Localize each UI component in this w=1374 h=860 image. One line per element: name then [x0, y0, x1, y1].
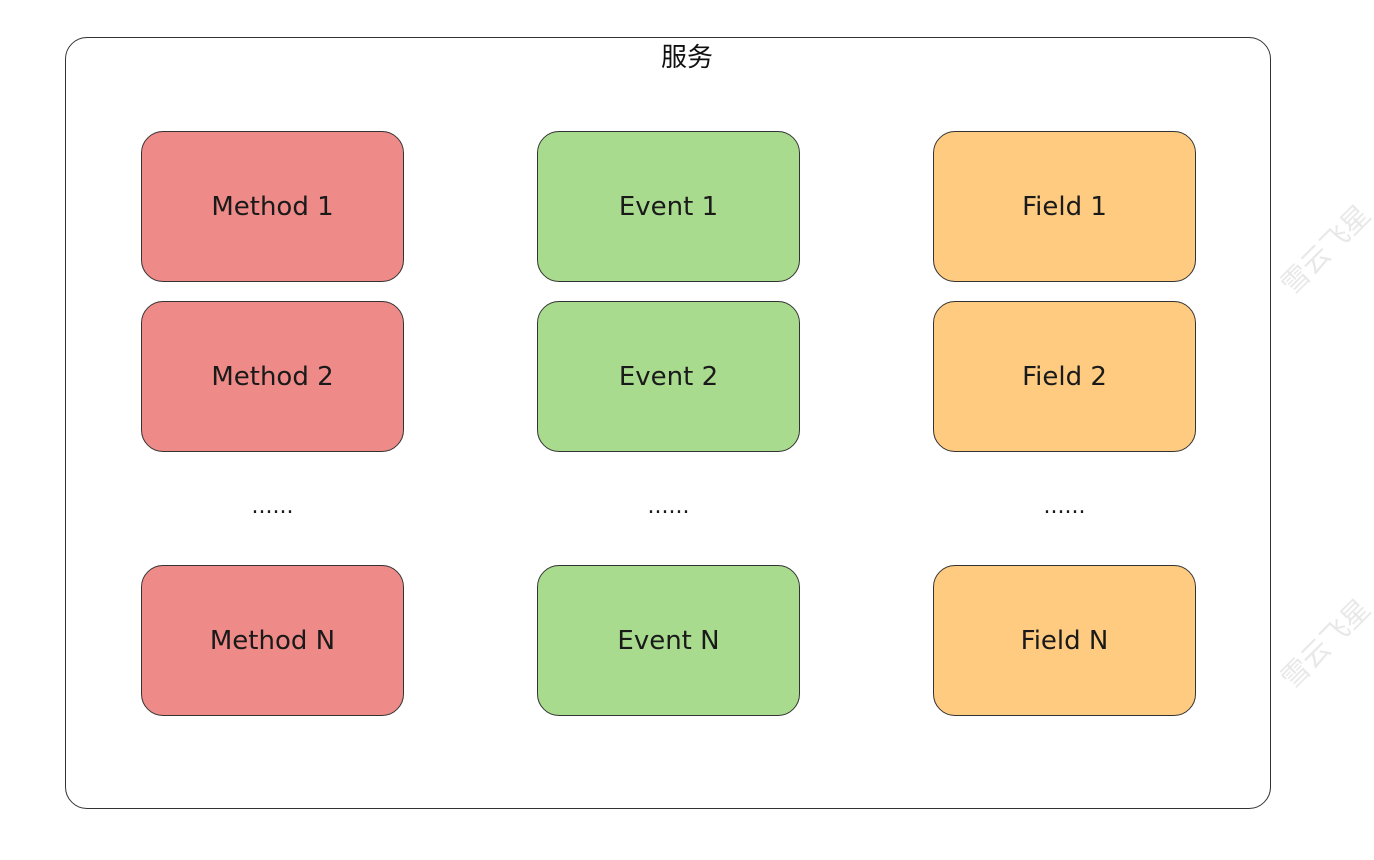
method-1-box: Method 1: [141, 131, 404, 282]
method-2-box: Method 2: [141, 301, 404, 452]
watermark-text: 雪云飞星: [1274, 592, 1374, 695]
service-container: [65, 37, 1271, 809]
field-1-box: Field 1: [933, 131, 1196, 282]
event-1-box: Event 1: [537, 131, 800, 282]
event-2-box: Event 2: [537, 301, 800, 452]
event-ellipsis: ......: [647, 494, 690, 519]
method-n-box: Method N: [141, 565, 404, 716]
method-ellipsis: ......: [251, 494, 294, 519]
service-title: 服务: [660, 43, 713, 73]
field-ellipsis: ......: [1043, 494, 1086, 519]
watermark-text: 雪云飞星: [1274, 198, 1374, 301]
field-n-box: Field N: [933, 565, 1196, 716]
event-n-box: Event N: [537, 565, 800, 716]
field-2-box: Field 2: [933, 301, 1196, 452]
